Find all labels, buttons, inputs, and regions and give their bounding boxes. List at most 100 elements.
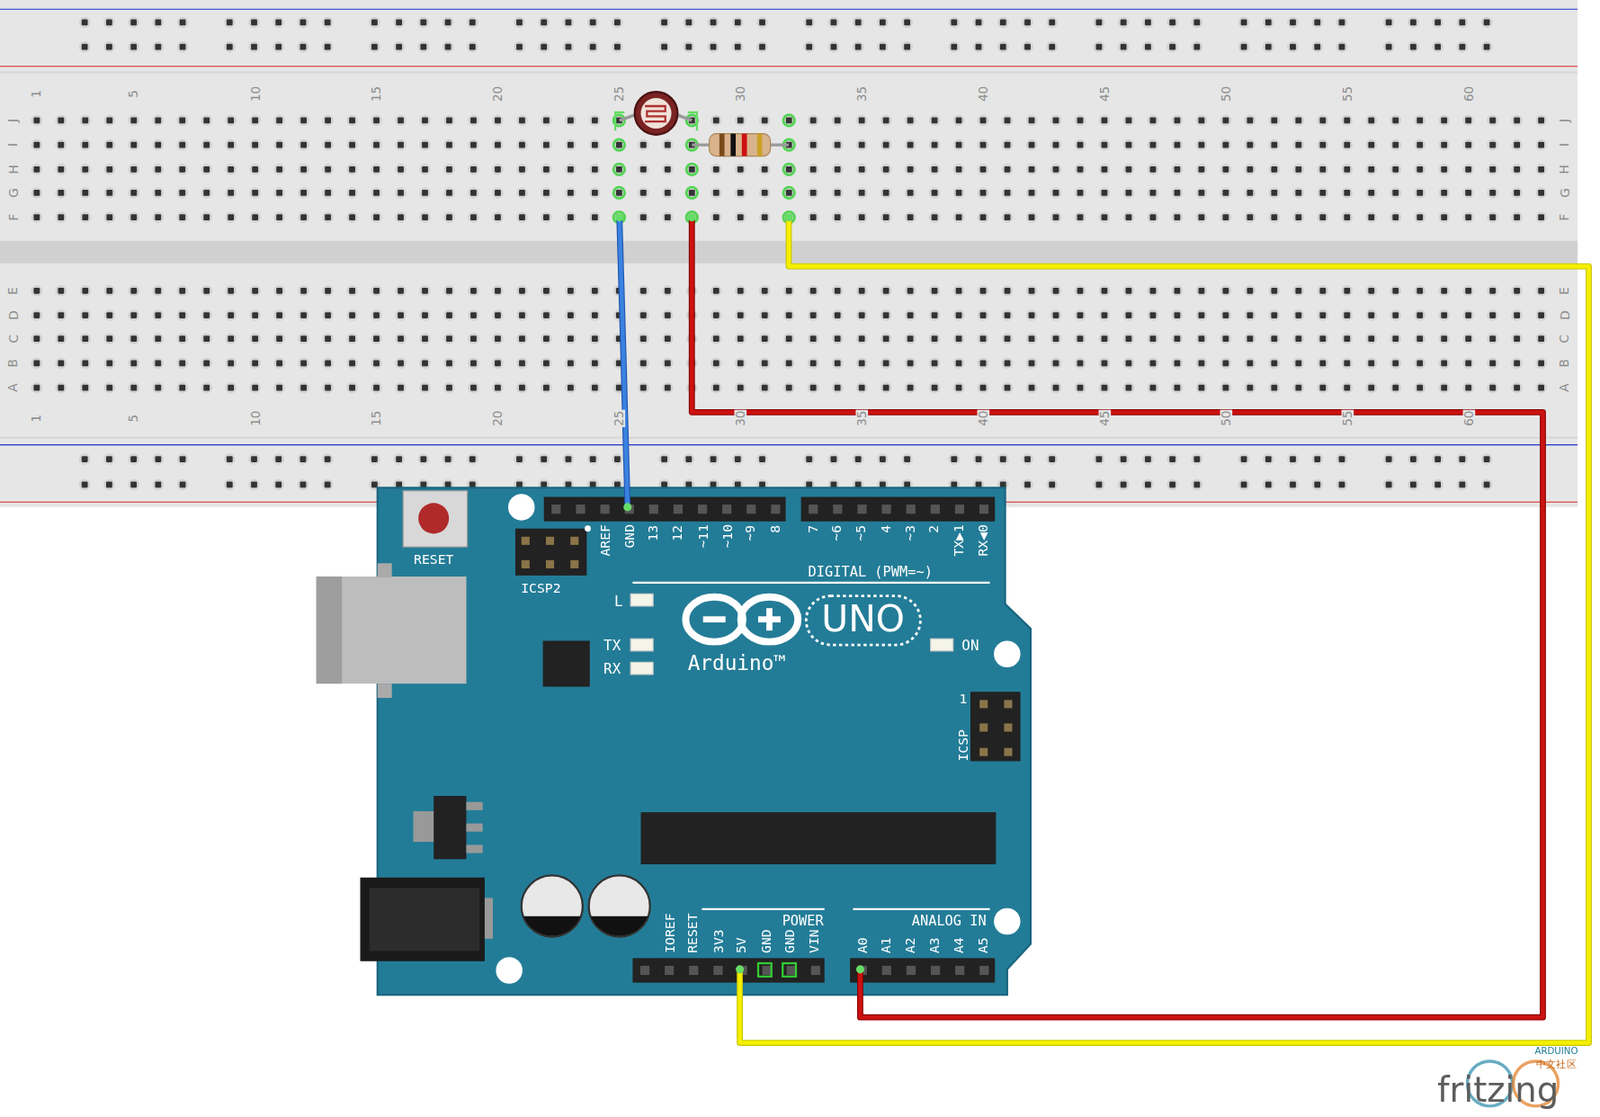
hole <box>348 142 356 149</box>
hole <box>518 189 526 197</box>
hole-ring <box>1462 309 1474 321</box>
hole-ring <box>977 115 989 126</box>
hole-ring <box>803 41 814 53</box>
hole <box>421 312 429 319</box>
hole <box>664 189 671 197</box>
hole-ring <box>686 211 698 223</box>
hole <box>664 384 671 392</box>
hole-ring <box>1196 382 1207 394</box>
hole <box>759 455 766 463</box>
hole <box>903 455 911 463</box>
hole <box>348 335 356 342</box>
hole <box>1174 335 1181 342</box>
reset-button-base <box>402 491 467 547</box>
icsp-header <box>970 691 1021 761</box>
hole-ring <box>1269 211 1280 223</box>
hole <box>1416 116 1423 124</box>
wire-outline <box>740 217 1590 1044</box>
hole-ring <box>1238 453 1250 465</box>
hole-ring <box>297 332 309 344</box>
hole <box>883 360 890 367</box>
hole <box>1410 455 1417 463</box>
hole-highlight <box>613 211 625 223</box>
hole <box>518 287 526 295</box>
hole-ring <box>419 211 430 223</box>
hole <box>469 455 476 463</box>
hole <box>1343 214 1350 221</box>
hole-ring <box>589 211 600 223</box>
hole <box>956 166 963 173</box>
hole-ring <box>973 17 984 28</box>
hole <box>300 142 307 149</box>
hole-ring <box>1269 187 1280 198</box>
hole <box>1513 287 1520 295</box>
hole-ring <box>589 332 600 344</box>
hole-ring <box>707 17 719 28</box>
mounting-hole <box>495 956 522 984</box>
hole <box>106 360 113 367</box>
hole <box>1295 116 1302 124</box>
hole-ring <box>1244 332 1256 344</box>
hole-ring <box>1123 382 1135 394</box>
hole-ring <box>152 453 164 465</box>
header-pin <box>808 504 818 514</box>
hole-ring <box>1293 139 1305 151</box>
hole-ring <box>249 211 260 223</box>
hole <box>251 142 259 149</box>
hole <box>1150 335 1157 342</box>
hole <box>640 312 647 319</box>
column-number: 40 <box>976 85 990 104</box>
hole <box>810 360 817 367</box>
hole <box>614 44 621 51</box>
hole <box>1367 214 1375 221</box>
hole <box>1513 214 1520 221</box>
hole-ring <box>1046 41 1058 53</box>
hole-ring <box>200 332 212 344</box>
hole <box>1343 360 1350 367</box>
hole-ring <box>152 163 164 175</box>
hole <box>1270 166 1278 173</box>
hole <box>1053 335 1060 342</box>
hole <box>397 116 404 124</box>
hole-ring <box>152 17 164 28</box>
hole-ring <box>321 479 333 491</box>
regulator-pin <box>465 844 483 853</box>
hole <box>1440 384 1448 392</box>
hole <box>81 287 89 295</box>
hole <box>956 142 963 149</box>
hole-ring <box>1535 332 1547 344</box>
row-letter: A <box>1558 382 1572 394</box>
hole <box>276 384 283 392</box>
hole-ring <box>1438 211 1449 223</box>
hole <box>1197 142 1205 149</box>
hole <box>734 455 742 463</box>
hole-ring <box>977 382 989 394</box>
hole-ring <box>1341 309 1353 321</box>
hole-ring <box>200 382 212 394</box>
hole <box>1193 455 1200 463</box>
hole <box>469 44 476 51</box>
hole-ring <box>346 285 358 296</box>
hole-ring <box>880 163 892 175</box>
hole-ring <box>1074 163 1086 175</box>
hole <box>494 189 501 197</box>
hole-ring <box>394 285 406 296</box>
hole-ring <box>1166 41 1178 53</box>
hole-ring <box>224 309 236 321</box>
capacitor <box>589 875 651 937</box>
header-pin <box>786 965 796 975</box>
row-letter: G <box>1558 187 1572 199</box>
hole-ring <box>1462 163 1474 175</box>
hole-ring <box>104 187 116 198</box>
hole-highlight <box>613 163 625 175</box>
hole-ring <box>1074 139 1086 151</box>
hole-ring <box>104 211 116 223</box>
hole <box>179 19 187 27</box>
hole-ring <box>200 309 212 321</box>
hole-ring <box>224 285 236 296</box>
hole-ring <box>370 187 382 198</box>
hole-ring <box>929 357 940 369</box>
hole-ring <box>880 357 892 369</box>
hole <box>518 384 526 392</box>
hole-ring <box>516 211 528 223</box>
